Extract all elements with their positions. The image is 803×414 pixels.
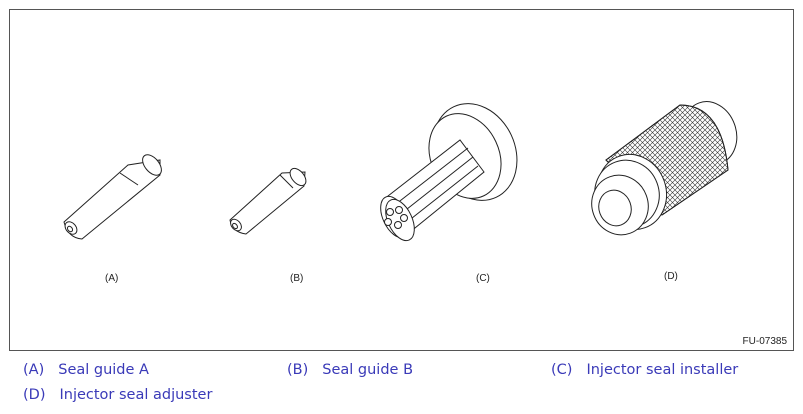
tool-illustrations	[63, 101, 738, 242]
legend-tag-c: (C)	[551, 362, 573, 378]
legend-label-a: Seal guide A	[58, 362, 149, 378]
tag-b: (B)	[290, 273, 304, 284]
tag-a: (A)	[105, 273, 119, 284]
legend-item-b: (B) Seal guide B	[287, 362, 413, 378]
figure-code: FU-07385	[742, 336, 787, 347]
legend-item-a: (A) Seal guide A	[23, 362, 149, 378]
figure-frame: (A) (B) (C) (D) FU-07385	[9, 9, 794, 351]
injector-seal-installer-drawing	[380, 103, 518, 242]
legend-item-d: (D) Injector seal adjuster	[23, 387, 212, 403]
legend-tag-a: (A)	[23, 362, 45, 378]
tag-d: (D)	[664, 271, 678, 282]
legend-label-b: Seal guide B	[322, 362, 414, 378]
legend-label-d: Injector seal adjuster	[59, 387, 213, 403]
legend-label-c: Injector seal installer	[586, 362, 739, 378]
legend-tag-d: (D)	[23, 387, 46, 403]
seal-guide-a-drawing	[63, 154, 162, 240]
legend-tag-b: (B)	[287, 362, 309, 378]
injector-seal-adjuster-drawing	[591, 101, 738, 236]
tag-c: (C)	[476, 273, 490, 284]
legend-item-c: (C) Injector seal installer	[551, 362, 738, 378]
seal-guide-b-drawing	[229, 167, 307, 235]
